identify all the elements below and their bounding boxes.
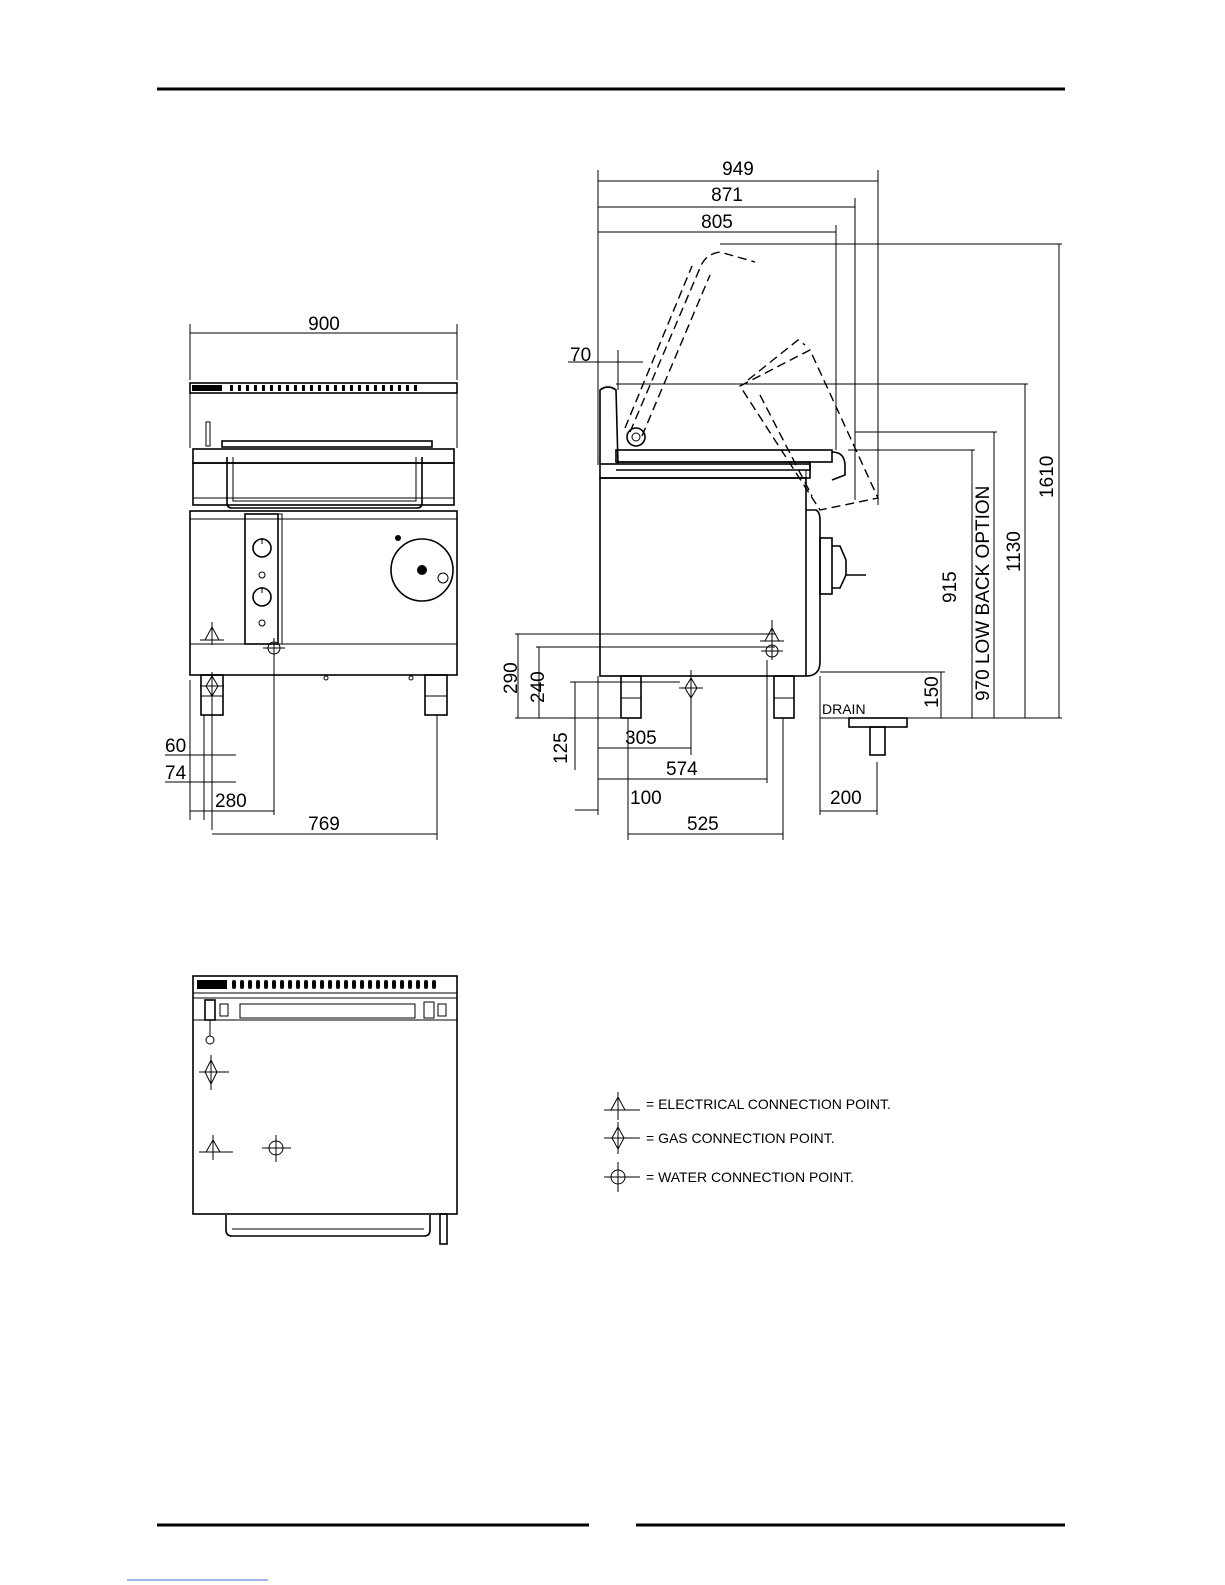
dim-949: 949 — [722, 159, 754, 180]
dim-915: 915 — [940, 571, 961, 603]
side-electrical-symbol — [760, 620, 784, 660]
lid-open-positions — [625, 252, 878, 510]
side-gas-symbol — [679, 670, 703, 755]
dim-769: 769 — [308, 814, 340, 835]
gas-symbol-icon — [604, 1122, 640, 1154]
front-electrical-symbol — [200, 622, 224, 645]
legend-electrical-text: = ELECTRICAL CONNECTION POINT. — [646, 1096, 891, 1112]
dim-100: 100 — [630, 788, 662, 809]
dim-74: 74 — [165, 763, 187, 784]
rear-vent-slots — [232, 980, 436, 989]
electrical-symbol-icon — [604, 1092, 640, 1120]
dim-1130: 1130 — [1004, 531, 1025, 572]
side-view: 949 871 805 70 — [501, 159, 1062, 840]
dim-525: 525 — [687, 814, 719, 835]
drain-label: DRAIN — [822, 701, 866, 717]
legend-gas-row: = GAS CONNECTION POINT. — [604, 1122, 835, 1154]
rear-electrical-symbol — [199, 1135, 233, 1160]
rear-water-symbol — [262, 1135, 291, 1162]
dim-574: 574 — [666, 759, 698, 780]
legend-water-row: = WATER CONNECTION POINT. — [604, 1162, 854, 1192]
rear-view — [193, 976, 457, 1244]
dim-805: 805 — [701, 212, 733, 233]
rear-gas-symbol — [199, 1055, 229, 1090]
front-view: 900 — [165, 314, 457, 840]
dim-305: 305 — [625, 728, 657, 749]
legend-gas-text: = GAS CONNECTION POINT. — [646, 1130, 835, 1146]
dim-970-low-back: 970 LOW BACK OPTION — [973, 486, 994, 701]
dim-70: 70 — [570, 345, 591, 366]
dim-290: 290 — [501, 662, 522, 694]
dim-1610: 1610 — [1037, 456, 1058, 498]
legend-electrical-row: = ELECTRICAL CONNECTION POINT. — [604, 1092, 891, 1120]
dim-60: 60 — [165, 736, 186, 757]
dim-150: 150 — [922, 676, 943, 708]
vent-slots — [230, 385, 417, 391]
dim-280: 280 — [215, 791, 247, 812]
dim-240: 240 — [528, 671, 549, 703]
dim-871: 871 — [711, 185, 743, 206]
legend: = ELECTRICAL CONNECTION POINT. = GAS CON… — [604, 1092, 891, 1192]
water-symbol-icon — [604, 1162, 640, 1192]
dim-125: 125 — [551, 732, 572, 764]
dim-200: 200 — [830, 788, 862, 809]
legend-water-text: = WATER CONNECTION POINT. — [646, 1169, 854, 1185]
dim-900: 900 — [308, 314, 340, 335]
